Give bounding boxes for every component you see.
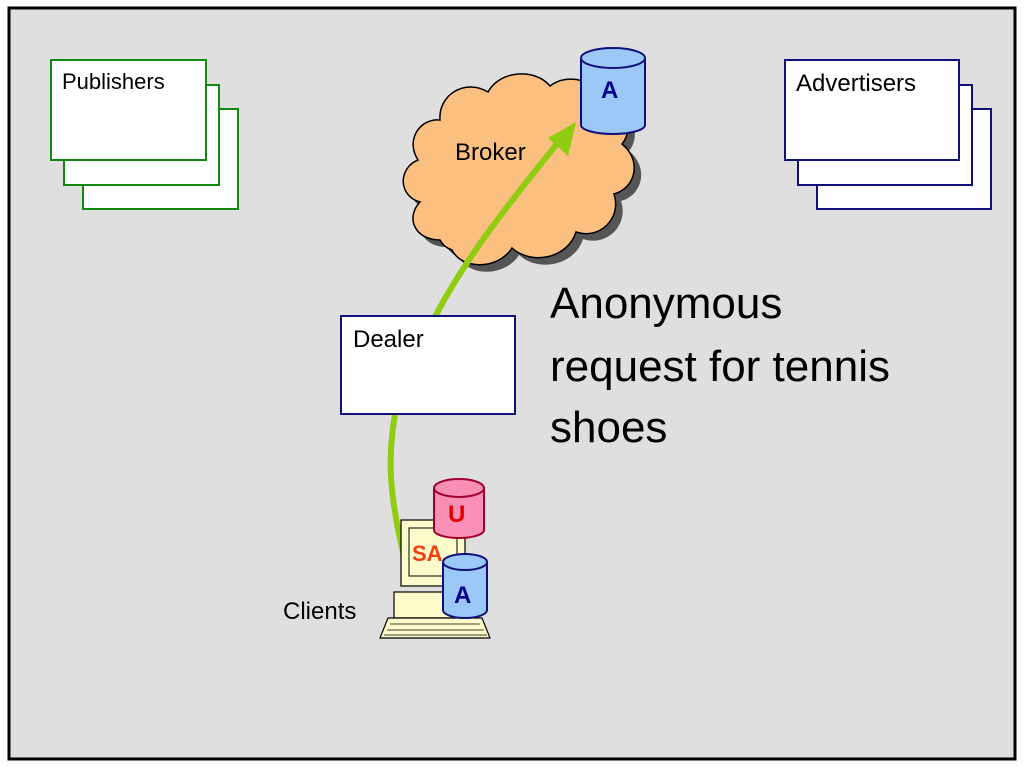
user-database-icon: U [433, 478, 485, 539]
publishers-stack: Publishers [50, 59, 239, 210]
annotation-line-1: Anonymous [550, 279, 782, 328]
client-agent-label: SA [412, 541, 443, 566]
broker-label: Broker [455, 139, 526, 166]
annotation-line-2: request for tennis [550, 342, 890, 391]
client-ad-database-icon: A [442, 553, 488, 619]
client-ad-database-label: A [454, 582, 471, 609]
annotation-text: Anonymous request for tennis shoes [550, 279, 902, 452]
request-arrow-upper [433, 137, 563, 318]
advertisers-label: Advertisers [796, 70, 916, 97]
clients-label: Clients [283, 598, 356, 625]
user-database-label: U [448, 501, 465, 528]
dealer-box: Dealer [340, 315, 516, 415]
dealer-label: Dealer [353, 326, 424, 353]
annotation-line-3: shoes [550, 403, 667, 452]
broker-database-icon: A [580, 47, 646, 135]
publishers-label: Publishers [62, 69, 165, 94]
advertisers-stack: Advertisers [784, 59, 992, 210]
arrowhead-icon [548, 122, 576, 156]
broker-database-label: A [601, 77, 618, 104]
